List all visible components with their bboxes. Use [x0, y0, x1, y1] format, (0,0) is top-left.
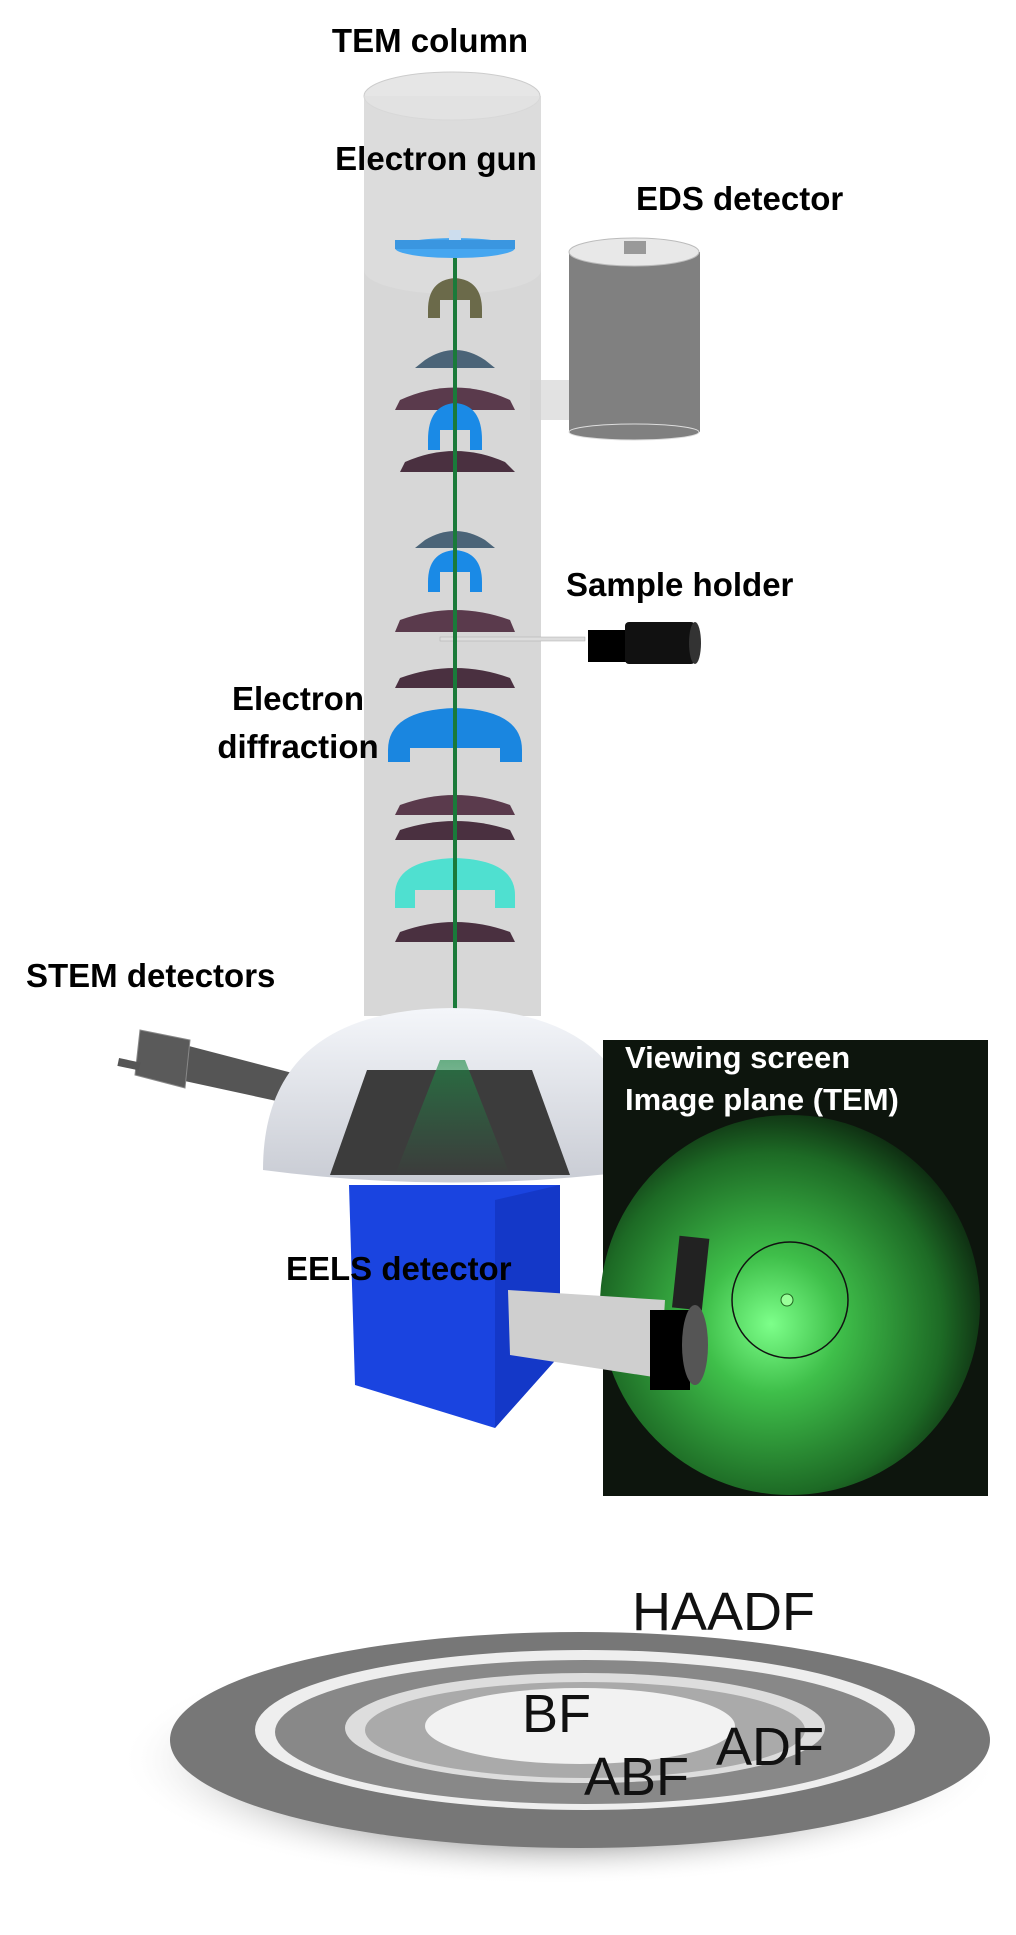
eds-detector-label: EDS detector	[636, 180, 843, 217]
abf-label: ABF	[584, 1747, 689, 1807]
electron-diffraction-label-line1: Electron	[232, 680, 364, 717]
electron-gun-label: Electron gun	[335, 140, 537, 177]
stem-detector	[117, 1029, 300, 1105]
bf-label: BF	[522, 1684, 591, 1744]
lens-stack	[388, 230, 522, 942]
viewing-screen	[600, 1040, 988, 1496]
eels-camera	[508, 1235, 710, 1390]
projection-chamber	[263, 1008, 641, 1183]
eels-detector-label: EELS detector	[286, 1250, 512, 1287]
viewing-screen-label-line2: Image plane (TEM)	[625, 1082, 899, 1117]
tem-column-label: TEM column	[332, 22, 528, 59]
sample-holder	[439, 622, 701, 664]
haadf-label: HAADF	[632, 1582, 815, 1642]
stem-detector-rings	[120, 1632, 1000, 1885]
sample-holder-label: Sample holder	[566, 566, 794, 603]
viewing-screen-label-line1: Viewing screen	[625, 1040, 850, 1075]
electron-diffraction-label-line2: diffraction	[217, 728, 378, 765]
eds-detector	[530, 237, 700, 441]
adf-label: ADF	[716, 1717, 824, 1777]
stem-detectors-label: STEM detectors	[26, 957, 275, 994]
electron-beam	[453, 258, 457, 1018]
